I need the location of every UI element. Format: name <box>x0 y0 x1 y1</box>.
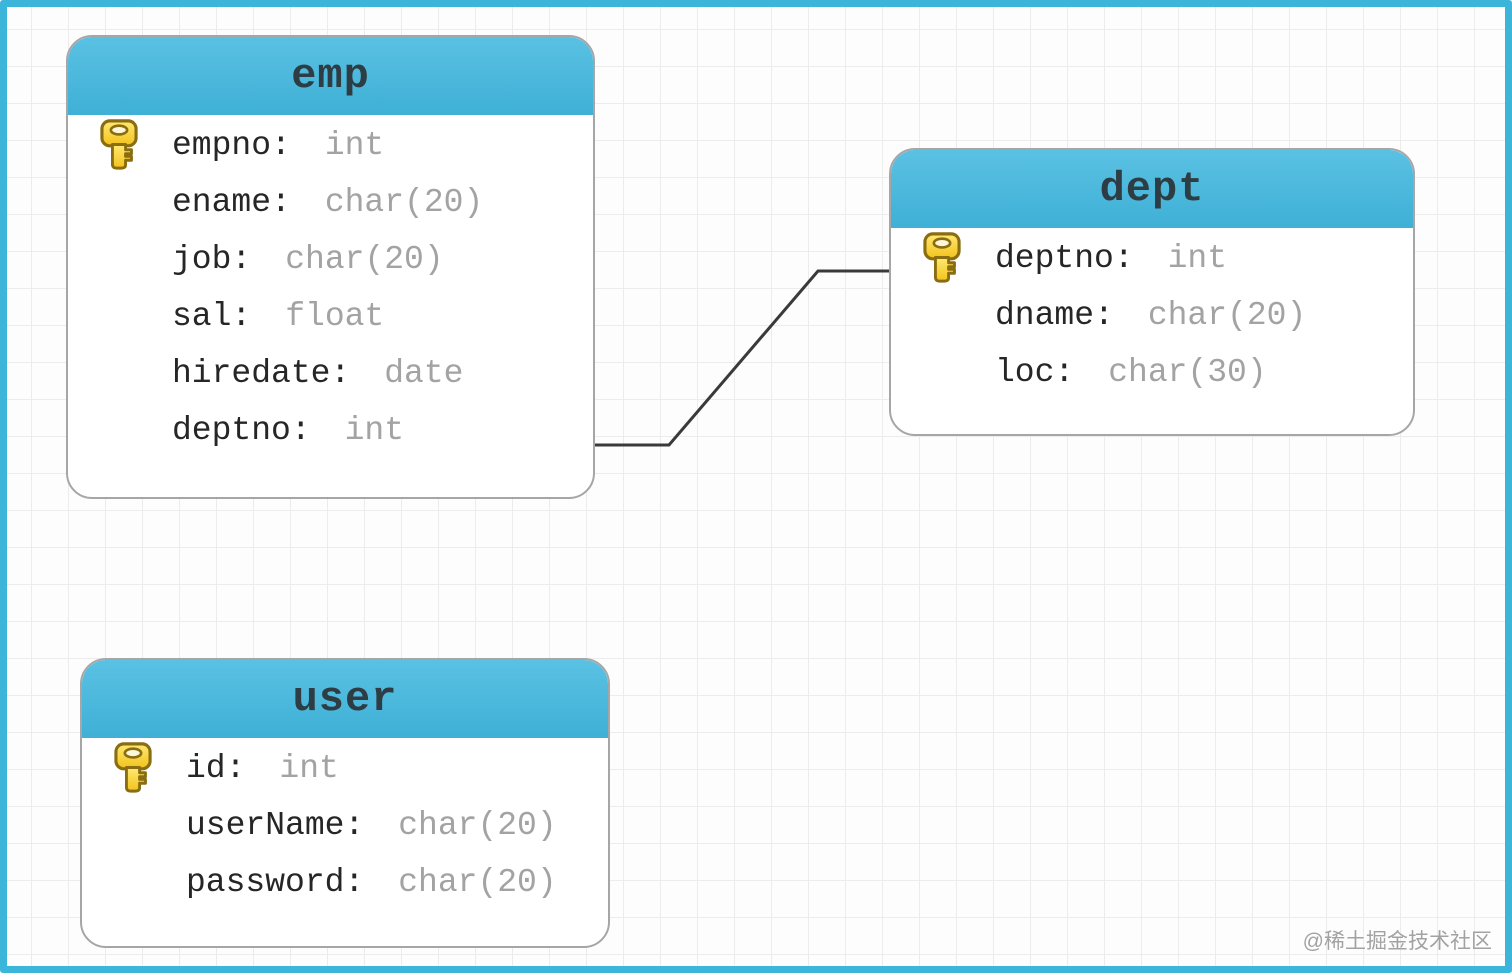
field-name: empno: <box>172 127 291 164</box>
field-name: id: <box>186 750 246 787</box>
field-row: dname: char(20) <box>995 287 1403 344</box>
entity-dept-title: dept <box>1099 165 1205 213</box>
field-row: deptno: int <box>995 230 1403 287</box>
field-row: loc: char(30) <box>995 344 1403 401</box>
field-name: deptno: <box>995 240 1134 277</box>
entity-user-title: user <box>292 675 398 723</box>
field-row: id: int <box>186 740 598 797</box>
field-type: int <box>279 750 339 787</box>
field-type: int <box>344 412 405 449</box>
field-name: loc: <box>995 354 1075 391</box>
entity-user-header[interactable]: user <box>82 660 608 738</box>
field-type: char(20) <box>324 184 484 221</box>
field-name: dname: <box>995 297 1114 334</box>
field-type: char(20) <box>398 807 557 844</box>
entity-dept-body: deptno: int dname: char(20) loc: char(30) <box>891 228 1413 401</box>
field-name: password: <box>186 864 365 901</box>
field-type: int <box>324 127 385 164</box>
entity-user-body: id: int userName: char(20) password: char(2… <box>82 738 608 911</box>
field-type: char(30) <box>1108 354 1267 391</box>
field-type: float <box>285 298 385 335</box>
emp-dept-connector[interactable] <box>595 269 889 447</box>
field-name: ename: <box>172 184 291 221</box>
field-row: job: char(20) <box>172 231 583 288</box>
field-name: deptno: <box>172 412 311 449</box>
field-row: sal: float <box>172 288 583 345</box>
primary-key-icon <box>98 118 140 171</box>
entity-emp[interactable]: emp empno: int ename: char(20) job: char(20… <box>66 35 595 499</box>
primary-key-icon <box>112 741 154 794</box>
field-name: hiredate: <box>172 355 351 392</box>
field-type: char(20) <box>1147 297 1307 334</box>
primary-key-icon <box>921 231 963 284</box>
entity-user[interactable]: user id: int userName: char(20) password: c… <box>80 658 610 948</box>
field-row: ename: char(20) <box>172 174 583 231</box>
entity-emp-title: emp <box>291 52 370 100</box>
field-type: char(20) <box>285 241 444 278</box>
field-type: char(20) <box>398 864 557 901</box>
field-name: userName: <box>186 807 365 844</box>
field-row: password: char(20) <box>186 854 598 911</box>
field-row: userName: char(20) <box>186 797 598 854</box>
field-row: hiredate: date <box>172 345 583 402</box>
entity-dept-header[interactable]: dept <box>891 150 1413 228</box>
entity-dept[interactable]: dept deptno: int dname: char(20) loc: char(… <box>889 148 1415 436</box>
field-row: empno: int <box>172 117 583 174</box>
field-row: deptno: int <box>172 402 583 459</box>
field-type: date <box>384 355 464 392</box>
entity-emp-body: empno: int ename: char(20) job: char(20) sa… <box>68 115 593 459</box>
field-name: sal: <box>172 298 252 335</box>
field-type: int <box>1167 240 1228 277</box>
entity-emp-header[interactable]: emp <box>68 37 593 115</box>
field-name: job: <box>172 241 252 278</box>
watermark: @稀土掘金技术社区 <box>1302 930 1492 953</box>
